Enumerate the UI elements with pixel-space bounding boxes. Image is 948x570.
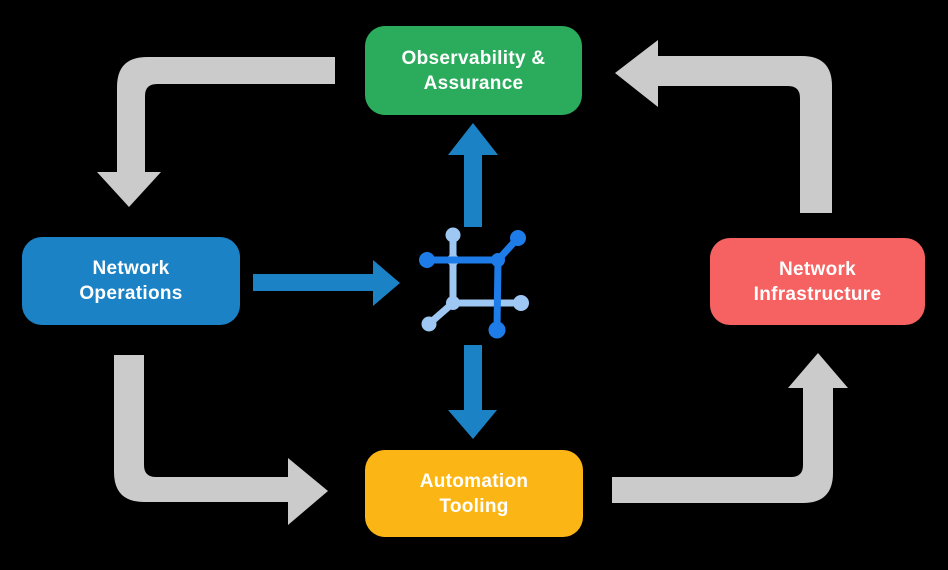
arrow-automation-to-infrastructure bbox=[612, 353, 848, 503]
arrow-operations-to-icon bbox=[253, 260, 400, 306]
arrow-observability-to-operations bbox=[97, 57, 335, 207]
node-label-line2: Operations bbox=[79, 283, 183, 304]
node-automation-tooling: Automation Tooling bbox=[365, 450, 583, 537]
arrow-icon-to-observability bbox=[448, 123, 498, 227]
node-observability-assurance: Observability & Assurance bbox=[365, 26, 582, 115]
network-mesh-icon bbox=[419, 227, 529, 339]
node-label-line1: Observability & bbox=[401, 47, 546, 69]
node-network-operations: Network Operations bbox=[22, 237, 240, 325]
node-label-line2: Assurance bbox=[423, 72, 524, 94]
node-label-line1: Automation bbox=[419, 470, 529, 492]
arrow-icon-to-automation bbox=[448, 345, 497, 439]
node-network-infrastructure: Network Infrastructure bbox=[710, 238, 925, 325]
network-mesh-icon-dark-strands bbox=[419, 230, 526, 339]
arrow-operations-to-automation bbox=[114, 355, 328, 525]
node-label-line1: Network bbox=[778, 258, 857, 280]
node-label-line2: Tooling bbox=[439, 495, 509, 517]
network-mesh-icon-light-strands bbox=[421, 227, 529, 332]
node-label-line2: Infrastructure bbox=[753, 283, 882, 305]
arrow-infrastructure-to-observability bbox=[615, 40, 832, 213]
node-label-line1: Network bbox=[92, 258, 170, 279]
